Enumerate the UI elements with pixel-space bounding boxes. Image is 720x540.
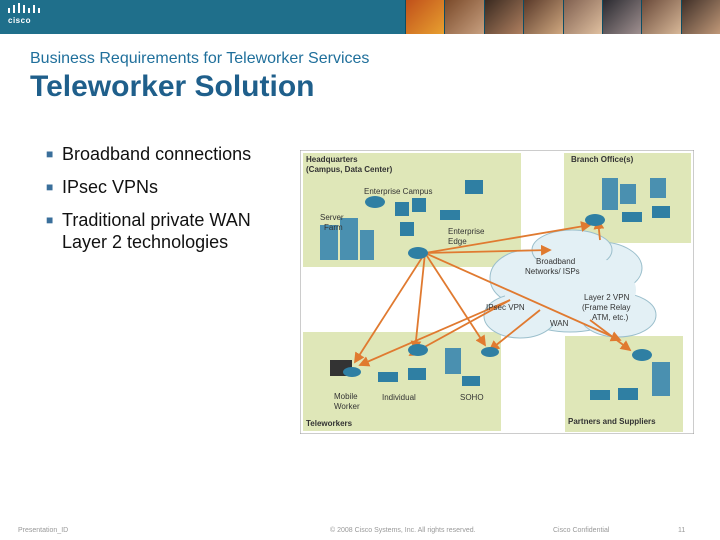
footer-confidential: Cisco Confidential (553, 527, 610, 534)
hq-equipment (320, 180, 483, 260)
branch-equipment (585, 178, 670, 226)
bullet-marker-icon: ■ (46, 213, 54, 227)
teleworker-network-diagram: Headquarters (Campus, Data Center) Enter… (300, 150, 694, 434)
layer2-label-3: ATM, etc.) (592, 313, 629, 322)
broadband-label-2: Networks/ ISPs (525, 267, 580, 276)
enterprise-edge-label-2: Edge (448, 237, 467, 246)
teleworker-equipment (330, 344, 499, 386)
individual-label: Individual (382, 393, 416, 402)
mobile-label-2: Worker (334, 402, 360, 411)
slide-title: Teleworker Solution (30, 70, 315, 103)
ipsec-label: IPsec VPN (486, 303, 525, 312)
teleworkers-label: Teleworkers (306, 419, 353, 428)
enterprise-campus-label: Enterprise Campus (364, 187, 432, 196)
server-farm-label-1: Server (320, 213, 344, 222)
photo-strip (405, 0, 720, 34)
top-banner: cisco (0, 0, 720, 34)
footer-copyright: © 2008 Cisco Systems, Inc. All rights re… (330, 527, 476, 534)
enterprise-edge-label-1: Enterprise (448, 227, 485, 236)
layer2-label-2: (Frame Relay (582, 303, 630, 312)
wan-label: WAN (550, 319, 569, 328)
bullet-list: ■Broadband connections ■IPsec VPNs ■Trad… (46, 143, 296, 264)
server-farm-label-2: Farm (324, 223, 343, 232)
slide-subtitle: Business Requirements for Teleworker Ser… (30, 50, 370, 67)
partners-label: Partners and Suppliers (568, 417, 656, 426)
footer-presentation-id: Presentation_ID (18, 527, 69, 534)
mobile-label-1: Mobile (334, 392, 358, 401)
bullet-item: ■IPsec VPNs (46, 177, 159, 197)
hq-title-label: Headquarters (306, 155, 358, 164)
bullet-item: ■Traditional private WAN Layer 2 technol… (46, 210, 251, 252)
cisco-logo: cisco (4, 2, 44, 30)
broadband-label-1: Broadband (536, 257, 575, 266)
bullet-marker-icon: ■ (46, 147, 54, 161)
soho-label: SOHO (460, 393, 484, 402)
hq-sub-label: (Campus, Data Center) (306, 165, 393, 174)
layer2-label-1: Layer 2 VPN (584, 293, 630, 302)
branch-label: Branch Office(s) (571, 155, 634, 164)
logo-text: cisco (8, 16, 31, 25)
bullet-item: ■Broadband connections (46, 144, 252, 164)
partner-equipment (590, 349, 670, 400)
footer-page-number: 11 (678, 527, 686, 534)
bullet-marker-icon: ■ (46, 180, 54, 194)
